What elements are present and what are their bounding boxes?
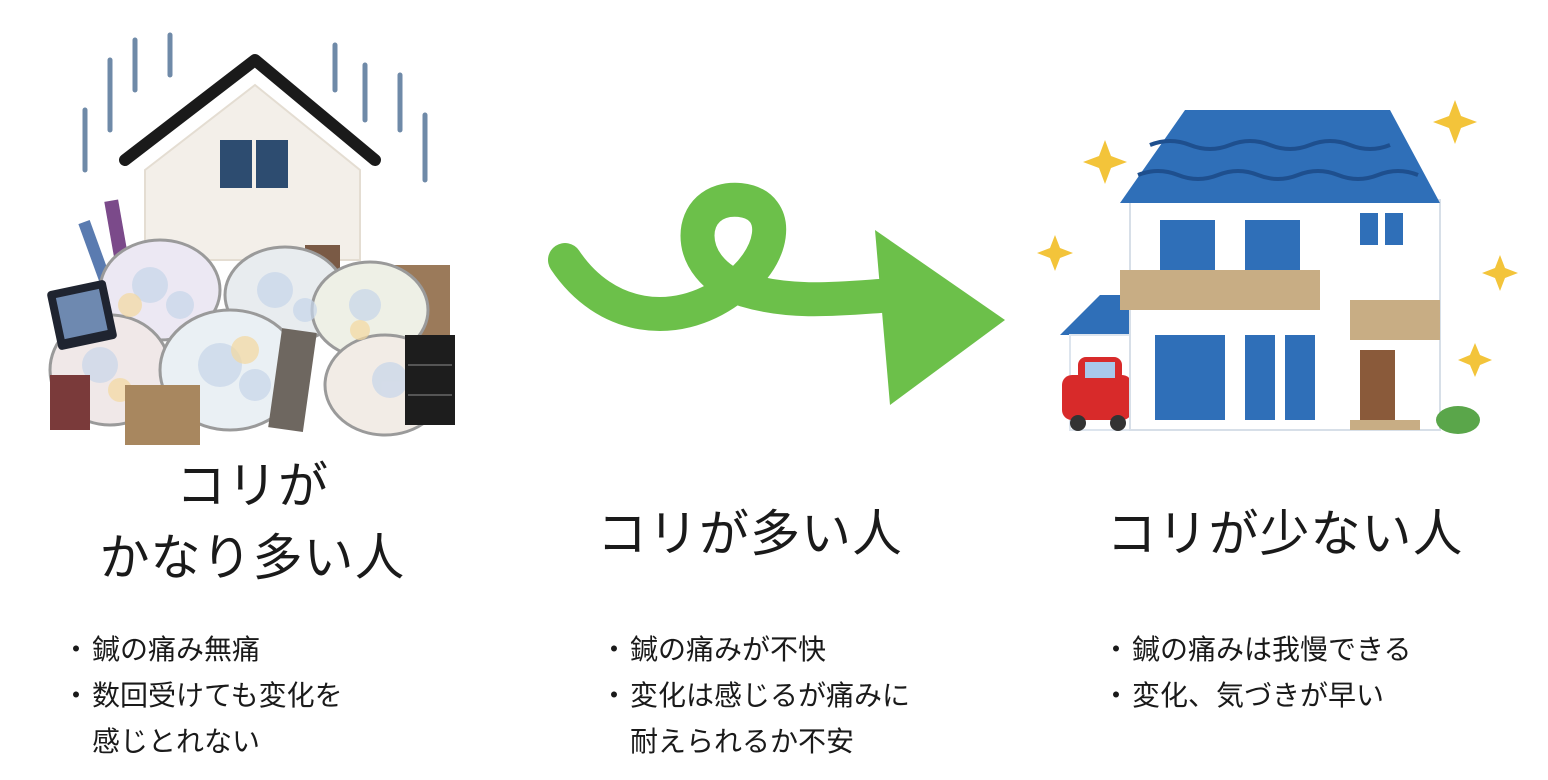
bullet-item: 鍼の痛みが不快 [600, 627, 910, 673]
column-2-bullets: 鍼の痛みが不快 変化は感じるが痛みに 耐えられるか不安 [600, 627, 910, 765]
bullet-item: 変化は感じるが痛みに [600, 673, 910, 719]
title-line: コリが少ない人 [1106, 505, 1464, 563]
title-line: コリが [176, 457, 329, 515]
bullet-item: 変化、気づきが早い [1102, 673, 1411, 719]
bullet-item: 鍼の痛み無痛 [62, 627, 343, 673]
bullet-item: 鍼の痛みは我慢できる [1102, 627, 1411, 673]
title-line: かなり多い人 [99, 529, 406, 587]
curly-arrow-icon [545, 180, 1015, 420]
bullet-continuation: 耐えられるか不安 [630, 725, 855, 758]
title-line: コリが多い人 [597, 505, 903, 563]
column-2-title: コリが多い人 [520, 498, 980, 570]
trash-house-illustration [30, 20, 490, 450]
bullet-item: 数回受けても変化を [62, 673, 343, 719]
column-1-title: コリが かなり多い人 [0, 450, 505, 594]
column-1-bullets: 鍼の痛み無痛 数回受けても変化を 感じとれない [62, 627, 343, 765]
clean-house-illustration [1030, 85, 1530, 445]
bullet-continuation: 感じとれない [92, 725, 261, 758]
column-3-bullets: 鍼の痛みは我慢できる 変化、気づきが早い [1102, 627, 1411, 719]
column-3-title: コリが少ない人 [1040, 498, 1530, 570]
